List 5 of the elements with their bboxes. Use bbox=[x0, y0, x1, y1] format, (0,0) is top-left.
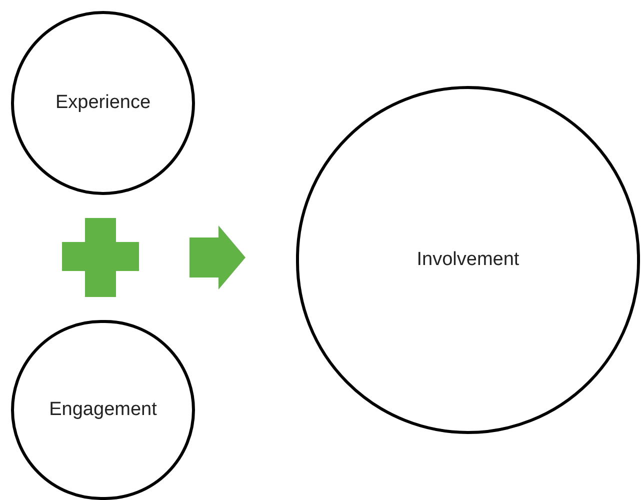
block-arrow bbox=[190, 226, 246, 290]
node-label: Experience bbox=[55, 90, 151, 115]
node-label: Engagement bbox=[49, 398, 157, 422]
plus-sign bbox=[62, 218, 139, 297]
node-label: Involvement bbox=[416, 248, 520, 272]
